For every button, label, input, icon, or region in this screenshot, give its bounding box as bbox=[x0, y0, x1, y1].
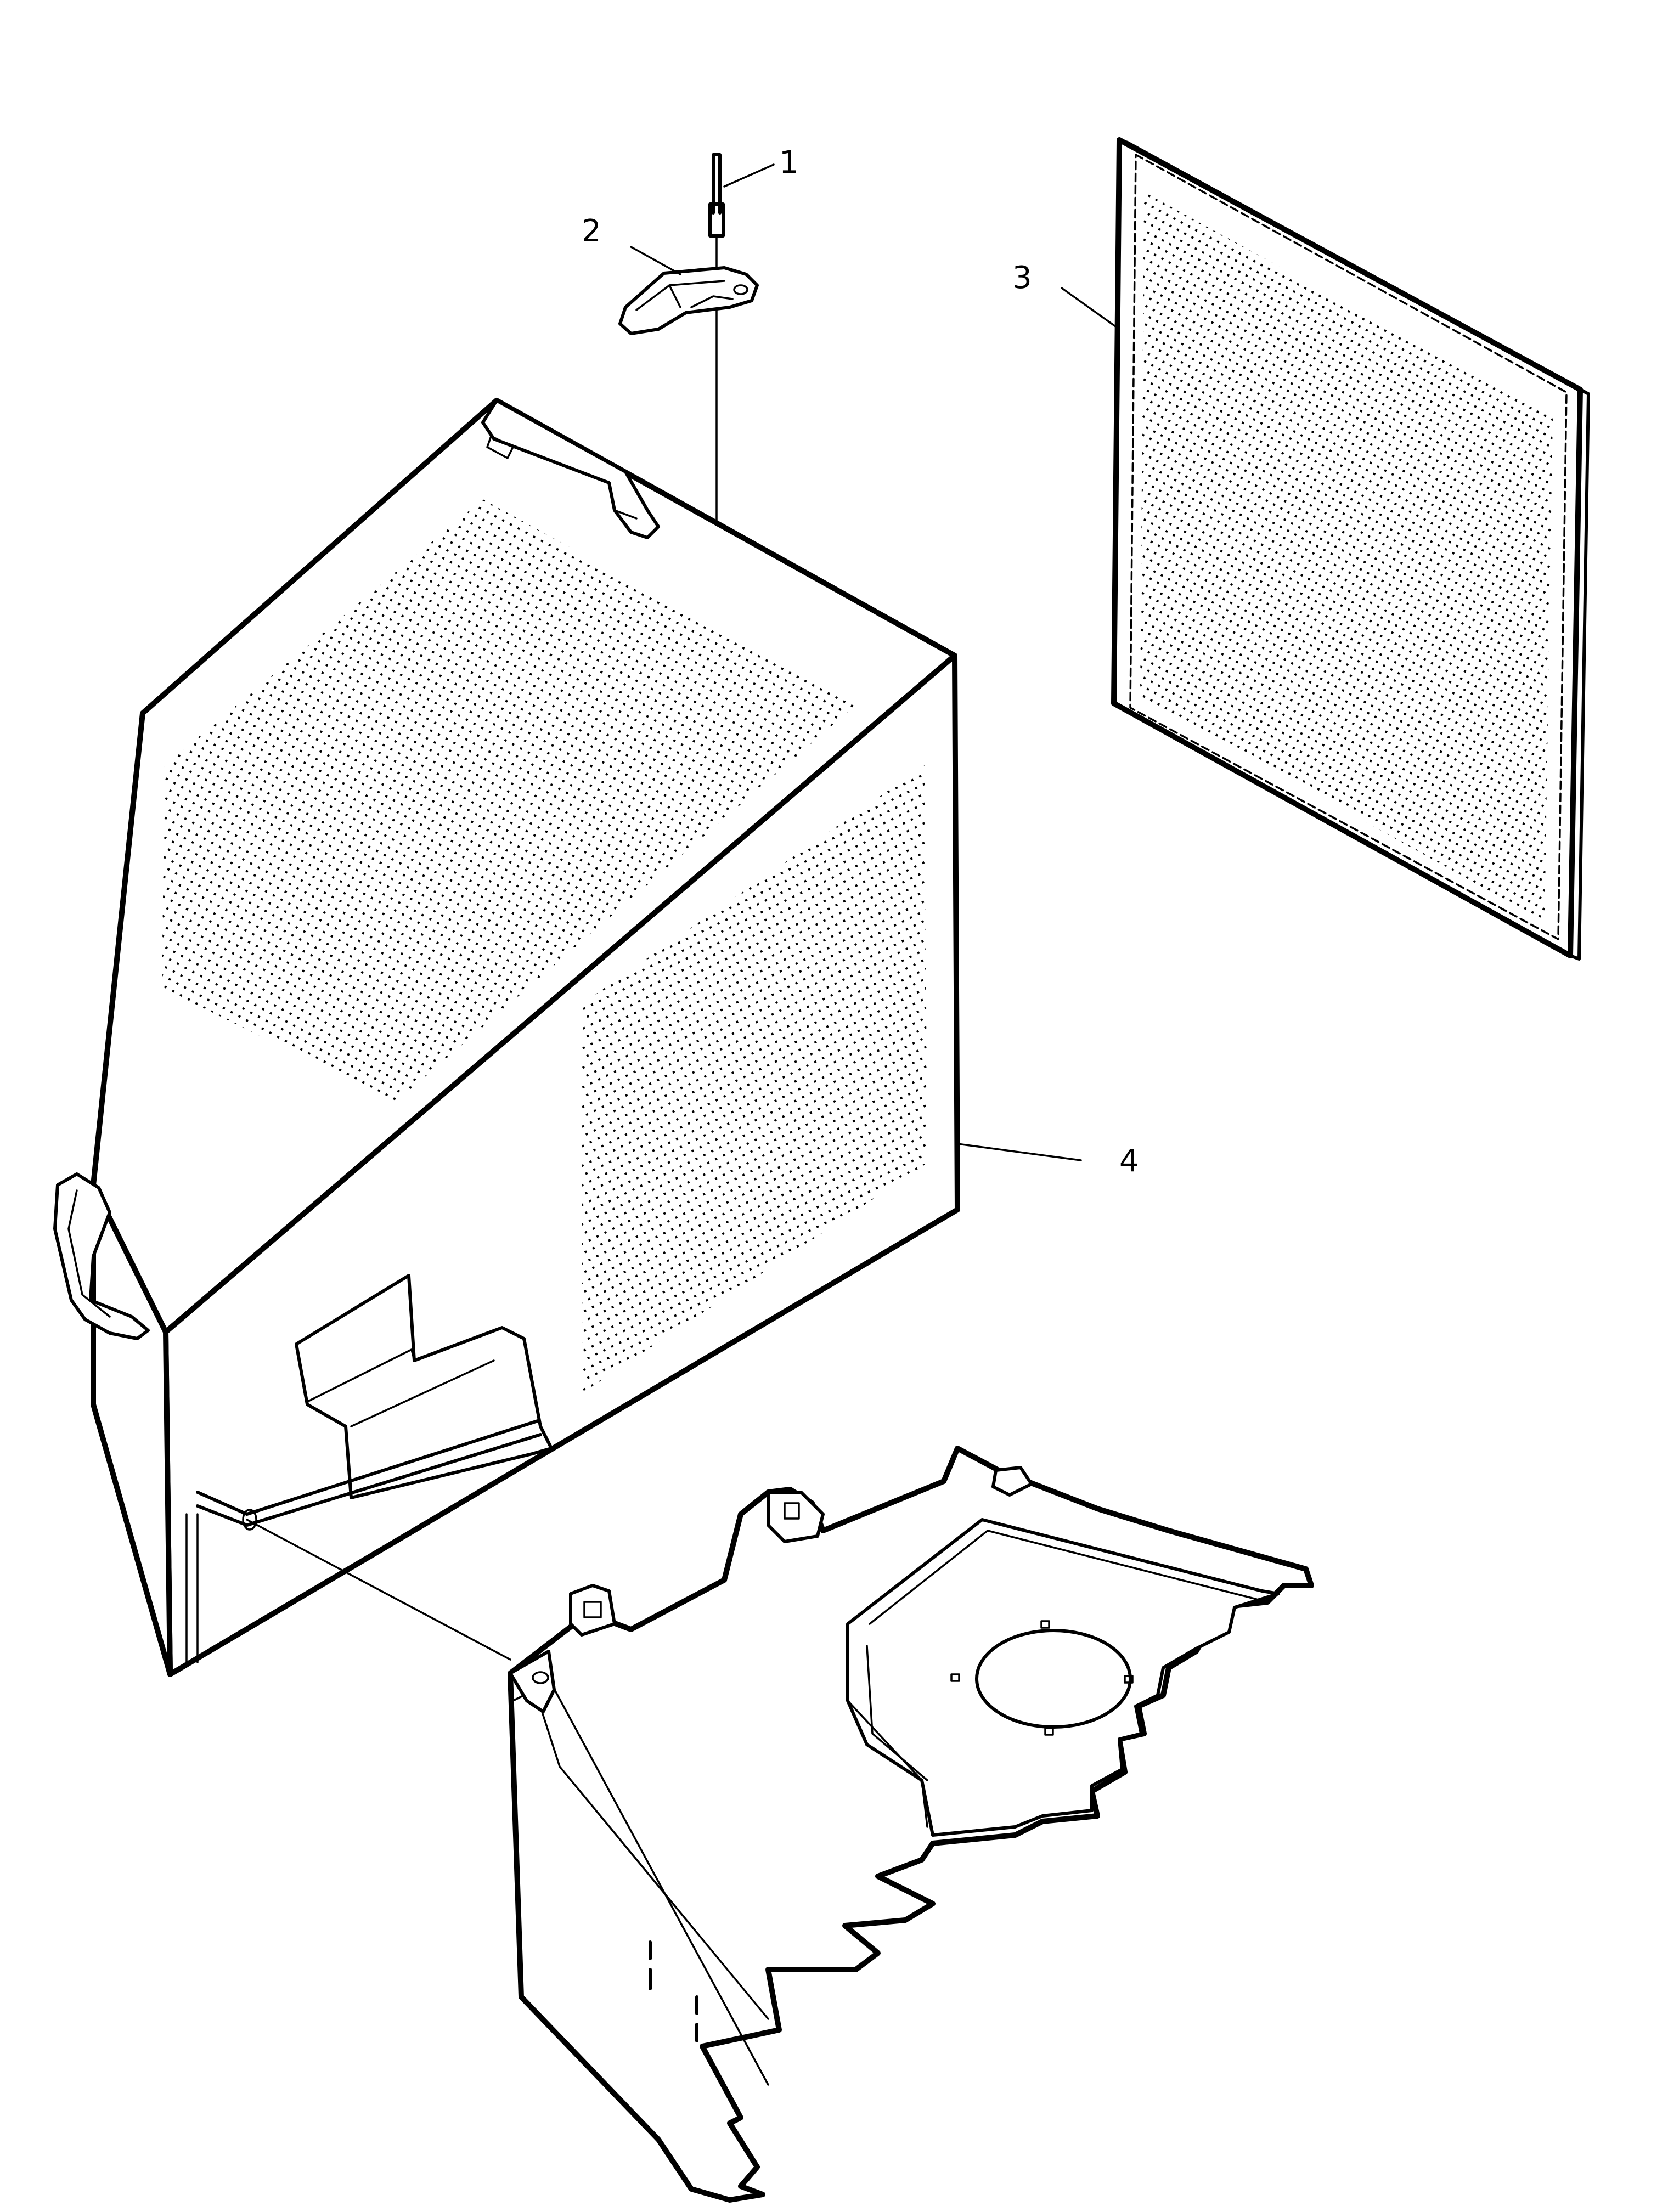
callout-4-label: 4 bbox=[1119, 1143, 1139, 1179]
part-2-latch-bracket bbox=[618, 266, 759, 335]
callout-1: 1 bbox=[723, 145, 799, 188]
part-4-catcher-box bbox=[53, 398, 960, 1677]
callout-2: 2 bbox=[582, 213, 681, 275]
callout-3-label: 3 bbox=[1012, 260, 1032, 296]
part-3-filter-screen bbox=[1111, 137, 1590, 961]
part-5-chute-housing bbox=[508, 1446, 1314, 2203]
callout-3: 3 bbox=[1012, 260, 1120, 330]
callout-2-label: 2 bbox=[582, 213, 601, 249]
part-1-pin bbox=[708, 153, 725, 580]
callout-4: 4 bbox=[956, 1143, 1139, 1179]
callout-1-label: 1 bbox=[779, 145, 799, 180]
